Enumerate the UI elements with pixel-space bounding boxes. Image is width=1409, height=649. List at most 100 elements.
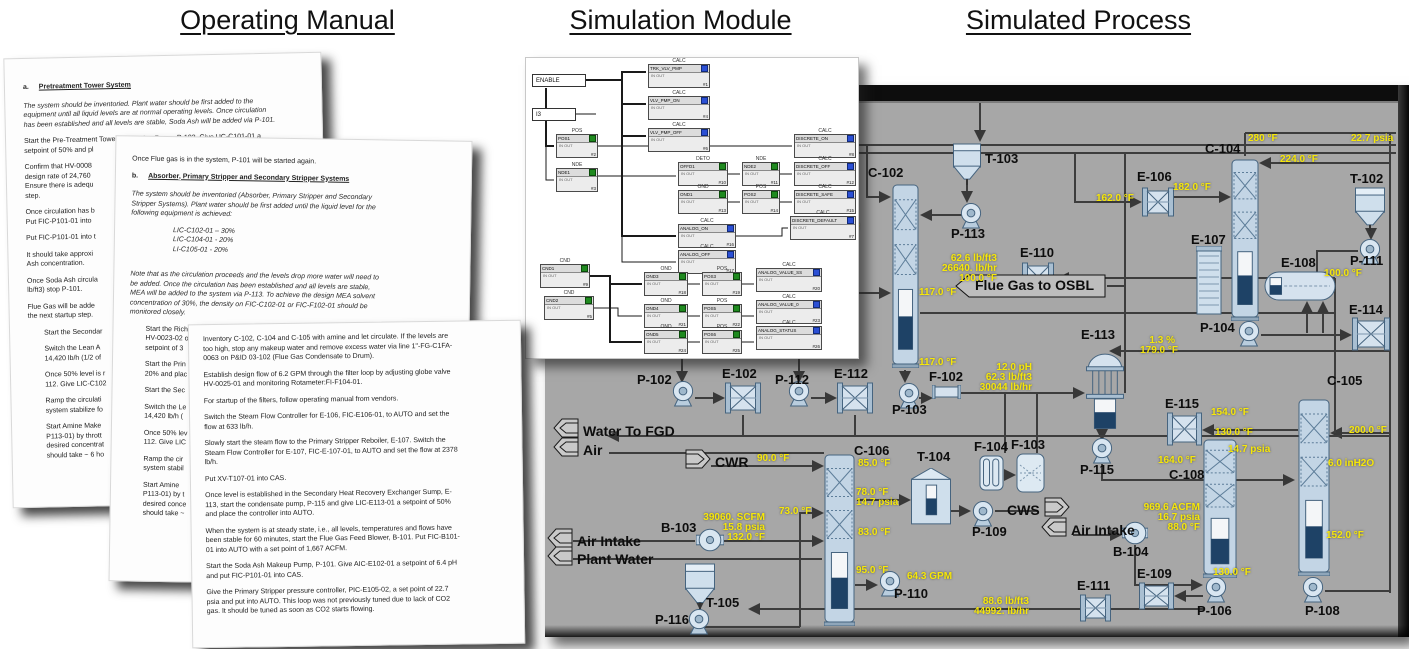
- equipment-e-115[interactable]: [1167, 411, 1202, 447]
- flag-pentagon-icon: [553, 437, 579, 462]
- equipment-c-105[interactable]: [1297, 396, 1331, 577]
- stream-flag: Air: [553, 437, 602, 462]
- equipment-p-104[interactable]: [1237, 320, 1261, 347]
- flag-text: Water To FGD: [583, 422, 675, 439]
- program-icon: [847, 135, 854, 142]
- manual-paragraph: Switch the Steam Flow Controller for E-1…: [204, 410, 450, 431]
- equipment-label-e-113: E-113: [1081, 327, 1115, 342]
- equipment-e-113[interactable]: [1083, 341, 1127, 433]
- equipment-e-108[interactable]: [1264, 271, 1336, 301]
- equipment-b-104[interactable]: [1121, 521, 1149, 545]
- equipment-p-113[interactable]: [959, 202, 983, 229]
- block-number: #17: [726, 268, 734, 273]
- list-label: a.: [22, 83, 29, 91]
- equipment-p-116[interactable]: [687, 608, 711, 635]
- equipment-t-105[interactable]: [684, 563, 716, 609]
- process-value: 44992. lb/hr: [973, 606, 1029, 617]
- equipment-b-103[interactable]: [695, 528, 725, 552]
- input-block-i3[interactable]: I3: [532, 108, 576, 121]
- process-value: 83.0 °F: [858, 527, 891, 538]
- equipment-c-108[interactable]: [1202, 436, 1238, 579]
- equipment-t-102[interactable]: [1354, 187, 1386, 231]
- equipment-e-112[interactable]: [837, 381, 873, 415]
- equipment-t-104[interactable]: [909, 467, 953, 525]
- equipment-e-107[interactable]: [1195, 245, 1223, 318]
- flag-pentagon-icon: [1041, 517, 1067, 542]
- equipment-c-102[interactable]: [891, 181, 920, 369]
- block-type-label: CND: [559, 258, 571, 264]
- block-type-label: CALC: [782, 262, 796, 268]
- equipment-p-106[interactable]: [1204, 576, 1228, 603]
- equipment-e-102[interactable]: [725, 381, 761, 415]
- process-value: 73.0 °F: [779, 506, 812, 517]
- equipment-label-p-112: P-112: [775, 372, 809, 387]
- process-value: 154.0 °F: [1211, 407, 1249, 418]
- manual-heading: a.Pretreatment Tower System: [22, 81, 131, 91]
- equipment-f-104[interactable]: [979, 455, 1004, 491]
- stream-flag: Water To FGD: [553, 418, 675, 443]
- equipment-e-114[interactable]: [1352, 316, 1390, 352]
- equipment-e-111[interactable]: [1080, 593, 1111, 623]
- equipment-f-103[interactable]: [1016, 453, 1045, 493]
- status-icon: [719, 191, 726, 198]
- equipment-c-106[interactable]: [823, 451, 856, 627]
- equipment-p-103[interactable]: [897, 382, 921, 409]
- block-name: CND2: [546, 298, 559, 303]
- block-type-label: CALC: [672, 122, 686, 128]
- equipment-p-108[interactable]: [1301, 576, 1325, 603]
- block-number: #1: [702, 82, 708, 87]
- equipment-p-102[interactable]: [671, 380, 695, 407]
- block-type-label: CALC: [818, 156, 832, 162]
- equipment-label-p-110: P-110: [894, 586, 928, 601]
- manual-paragraph: Slowly start the steam flow to the Prima…: [204, 436, 458, 467]
- page-3[interactable]: Inventory C-102, C-104 and C-105 with am…: [187, 319, 526, 649]
- block-number: #26: [812, 344, 820, 349]
- status-icon: [581, 265, 588, 272]
- equipment-e-109[interactable]: [1139, 581, 1174, 611]
- equipment-f-102[interactable]: [931, 384, 962, 400]
- equipment-p-110[interactable]: [878, 570, 902, 597]
- block-type-label: NDE: [755, 156, 767, 162]
- process-value: 280 °F: [1248, 133, 1278, 144]
- status-icon: [589, 135, 596, 142]
- block-number: #9: [582, 282, 588, 287]
- manual-paragraph: Establish design flow of 6.2 GPM through…: [203, 368, 451, 389]
- equipment-p-112[interactable]: [787, 380, 811, 407]
- process-value: 15.8 psia: [722, 522, 765, 533]
- program-icon: [813, 327, 820, 334]
- equipment-p-111[interactable]: [1358, 238, 1382, 265]
- equipment-p-115[interactable]: [1090, 437, 1114, 464]
- equipment-c-104[interactable]: [1230, 156, 1260, 322]
- equipment-t-103[interactable]: [952, 143, 982, 185]
- equipment-p-109[interactable]: [971, 500, 995, 527]
- input-block-enable[interactable]: ENABLE: [532, 74, 586, 87]
- equipment-e-106[interactable]: [1142, 186, 1174, 218]
- process-value: 179.0 °F: [1140, 345, 1178, 356]
